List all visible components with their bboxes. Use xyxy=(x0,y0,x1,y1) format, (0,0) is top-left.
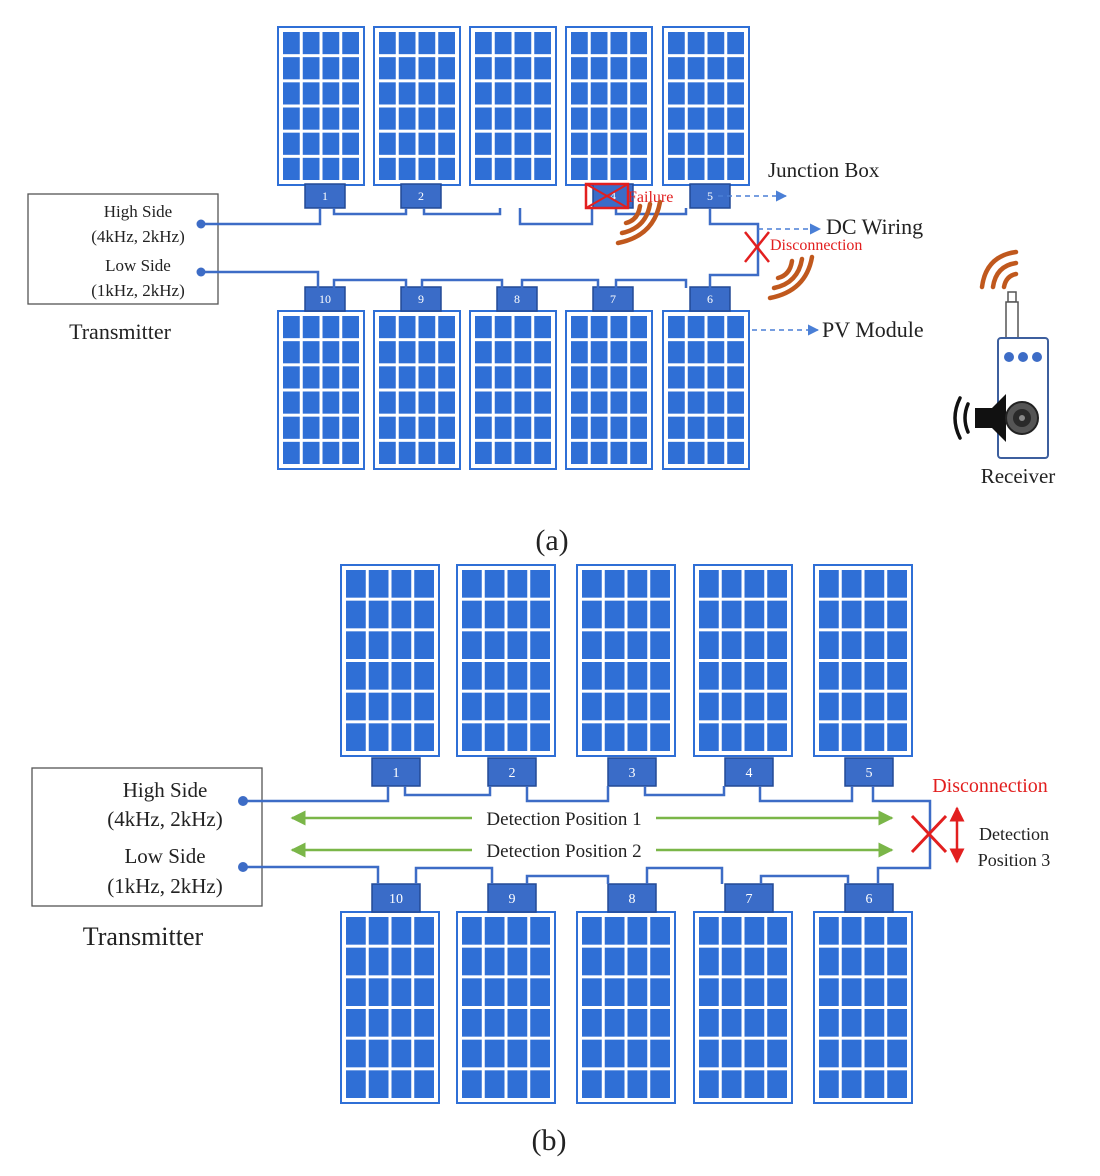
panel-a-top-modules: 1 2 4 5 xyxy=(277,26,750,209)
svg-text:4: 4 xyxy=(610,189,616,203)
panel-a-transmitter-label: Transmitter xyxy=(69,319,172,344)
panel-a-junction-box-9: 9 xyxy=(400,286,442,312)
panel-b-pv-module-5 xyxy=(813,564,913,757)
svg-text:2: 2 xyxy=(509,766,516,781)
receiver-antenna-signal-icon xyxy=(979,249,1019,290)
svg-text:10: 10 xyxy=(319,292,331,306)
panel-b-pv-module-3 xyxy=(576,564,676,757)
panel-a-junction-box-10: 10 xyxy=(304,286,346,312)
svg-text:1: 1 xyxy=(322,189,328,203)
panel-b-transmitter-box xyxy=(31,767,263,907)
panel-b-dc-wiring xyxy=(238,786,932,884)
panel-a-low-side-label: Low Side xyxy=(105,256,171,275)
panel-b-junction-box-5: 5 xyxy=(844,757,894,787)
panel-b-junction-box-6: 6 xyxy=(844,883,894,913)
panel-b-caption: (b) xyxy=(532,1124,567,1157)
panel-b-junction-box-9: 9 xyxy=(487,883,537,913)
panel-b-transmitter-label: Transmitter xyxy=(83,922,204,951)
panel-a-pv-module-8 xyxy=(469,310,557,470)
panel-a-caption: (a) xyxy=(535,524,568,557)
panel-b-low-side-label: Low Side xyxy=(124,844,205,868)
panel-b-disconnection-marker xyxy=(910,814,948,854)
panel-a-transmitter-box xyxy=(27,193,219,305)
panel-b-junction-box-10: 10 xyxy=(371,883,421,913)
detection-position-3-label-line1: Detection xyxy=(979,824,1049,844)
panel-a-junction-box-label: Junction Box xyxy=(768,158,880,182)
panel-b-junction-box-7: 7 xyxy=(724,883,774,913)
panel-a-junction-box-1: 1 xyxy=(304,183,346,209)
panel-a-junction-box-7: 7 xyxy=(592,286,634,312)
svg-text:2: 2 xyxy=(418,189,424,203)
panel-a-pv-module-1 xyxy=(277,26,365,186)
panel-a-pv-module-6 xyxy=(662,310,750,470)
panel-b-high-freq-label: (4kHz, 2kHz) xyxy=(107,807,222,831)
panel-a-failure-marker xyxy=(584,182,630,210)
panel-a-pv-module-5 xyxy=(662,26,750,186)
panel-b-pv-module-8 xyxy=(576,911,676,1104)
panel-b-pv-module-7 xyxy=(693,911,793,1104)
svg-text:4: 4 xyxy=(746,766,753,781)
panel-a-disconnection-marker xyxy=(744,231,770,263)
panel-a-high-freq-label: (4kHz, 2kHz) xyxy=(91,227,184,246)
panel-a-pv-module-2 xyxy=(373,26,461,186)
svg-text:8: 8 xyxy=(629,892,636,907)
panel-a-pv-module-10 xyxy=(277,310,365,470)
svg-text:6: 6 xyxy=(707,292,713,306)
panel-a-pv-module-label: PV Module xyxy=(822,317,924,342)
panel-a-disconnection-signal-icon xyxy=(767,254,815,301)
panel-a-disconnection-label: Disconnection xyxy=(770,237,862,254)
panel-b-junction-box-4: 4 xyxy=(724,757,774,787)
svg-text:1: 1 xyxy=(393,766,400,781)
svg-text:3: 3 xyxy=(629,766,636,781)
panel-a-low-freq-label: (1kHz, 2kHz) xyxy=(91,281,184,300)
receiver-label: Receiver xyxy=(981,464,1056,488)
receiver-device-icon xyxy=(953,249,1049,459)
panel-b-pv-module-4 xyxy=(693,564,793,757)
svg-text:5: 5 xyxy=(866,766,873,781)
svg-text:9: 9 xyxy=(418,292,424,306)
panel-b-pv-module-10 xyxy=(340,911,440,1104)
svg-text:7: 7 xyxy=(746,892,753,907)
panel-b-pv-module-6 xyxy=(813,911,913,1104)
svg-text:9: 9 xyxy=(509,892,516,907)
detection-position-1-label: Detection Position 1 xyxy=(486,809,641,830)
panel-b: 1 2 3 4 5 10 9 8 7 6 High Side (4kHz, 2kHz) Low … xyxy=(31,564,1051,1157)
panel-a-high-side-label: High Side xyxy=(104,202,172,221)
panel-a-pv-module-7 xyxy=(565,310,653,470)
panel-a-dc-wiring xyxy=(196,208,760,288)
panel-b-disconnection-label: Disconnection xyxy=(932,775,1048,797)
panel-b-top-modules: 1 2 3 4 5 xyxy=(340,564,913,787)
panel-a-pv-module-9 xyxy=(373,310,461,470)
panel-a-junction-box-2: 2 xyxy=(400,183,442,209)
panel-a-dc-wiring-label: DC Wiring xyxy=(826,214,923,239)
detection-position-2-label: Detection Position 2 xyxy=(486,841,641,862)
svg-text:10: 10 xyxy=(389,892,403,907)
panel-a-pv-module-3 xyxy=(469,26,557,186)
speaker-icon xyxy=(953,394,1039,442)
svg-text:5: 5 xyxy=(707,189,713,203)
panel-b-junction-box-1: 1 xyxy=(371,757,421,787)
svg-text:8: 8 xyxy=(514,292,520,306)
panel-b-pv-module-9 xyxy=(456,911,556,1104)
panel-b-junction-box-8: 8 xyxy=(607,883,657,913)
detection-position-3-label-line2: Position 3 xyxy=(978,850,1051,870)
panel-a-pv-module-4 xyxy=(565,26,653,186)
panel-a-bottom-modules: 10 9 8 7 6 xyxy=(277,286,750,470)
panel-a-junction-box-8: 8 xyxy=(496,286,538,312)
panel-a-failure-signal-icon xyxy=(615,199,663,246)
panel-b-low-freq-label: (1kHz, 2kHz) xyxy=(107,874,222,898)
panel-a-junction-box-6: 6 xyxy=(689,286,731,312)
svg-text:6: 6 xyxy=(866,892,873,907)
panel-a: 1 2 4 5 10 9 8 7 6 High Side (4kHz, 2kHz) Low S… xyxy=(27,26,1056,557)
panel-b-pv-module-2 xyxy=(456,564,556,757)
panel-b-bottom-modules: 10 9 8 7 6 xyxy=(340,883,913,1104)
panel-a-junction-box-5: 5 xyxy=(689,183,731,209)
svg-text:7: 7 xyxy=(610,292,616,306)
panel-b-high-side-label: High Side xyxy=(123,778,208,802)
panel-b-pv-module-1 xyxy=(340,564,440,757)
panel-b-junction-box-3: 3 xyxy=(607,757,657,787)
panel-b-junction-box-2: 2 xyxy=(487,757,537,787)
